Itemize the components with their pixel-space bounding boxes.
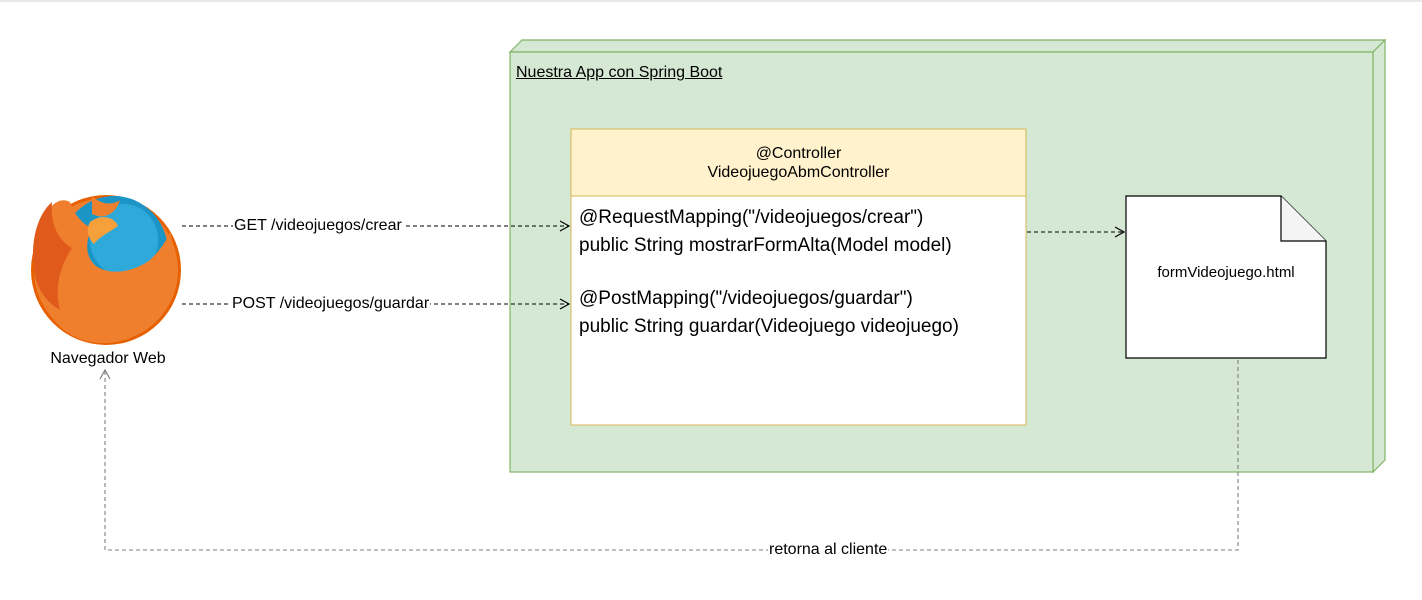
get-request-label: GET /videojuegos/crear	[233, 217, 403, 235]
controller-class[interactable]	[570, 128, 1027, 426]
controller-annotation: @Controller	[755, 144, 842, 162]
controller-class-header-bg	[570, 128, 1027, 197]
template-file-document[interactable]	[1125, 195, 1327, 359]
firefox-fox-ear	[92, 196, 120, 217]
method-annotation: @PostMapping("/videojuegos/guardar")	[579, 288, 913, 309]
controller-class-body-bg	[570, 195, 1027, 426]
firefox-icon	[31, 195, 181, 345]
method-signature: public String guardar(Videojuego videoju…	[579, 316, 959, 337]
method-annotation: @RequestMapping("/videojuegos/crear")	[579, 207, 924, 228]
container-label: Nuestra App con Spring Boot	[516, 64, 723, 81]
template-file-label: formVideojuego.html	[1157, 264, 1295, 281]
post-request-label: POST /videojuegos/guardar	[231, 295, 431, 313]
firefox-fox-body	[35, 200, 175, 344]
response-edge[interactable]	[99, 360, 1239, 551]
firefox-fox-tail	[32, 202, 72, 310]
top-rule	[0, 0, 1422, 2]
firefox-fox-head	[87, 217, 118, 244]
node-side-face	[1372, 38, 1386, 474]
document-outline	[1125, 195, 1327, 359]
response-label: retorna al cliente	[768, 541, 889, 559]
controller-name: VideojuegoAbmController	[707, 163, 890, 181]
node-top-face	[508, 39, 1387, 53]
controller-header: @Controller VideojuegoAbmController	[571, 129, 1026, 196]
method-signature: public String mostrarFormAlta(Model mode…	[579, 235, 952, 256]
document-fold	[1280, 196, 1326, 242]
client-label: Navegador Web	[50, 350, 166, 367]
